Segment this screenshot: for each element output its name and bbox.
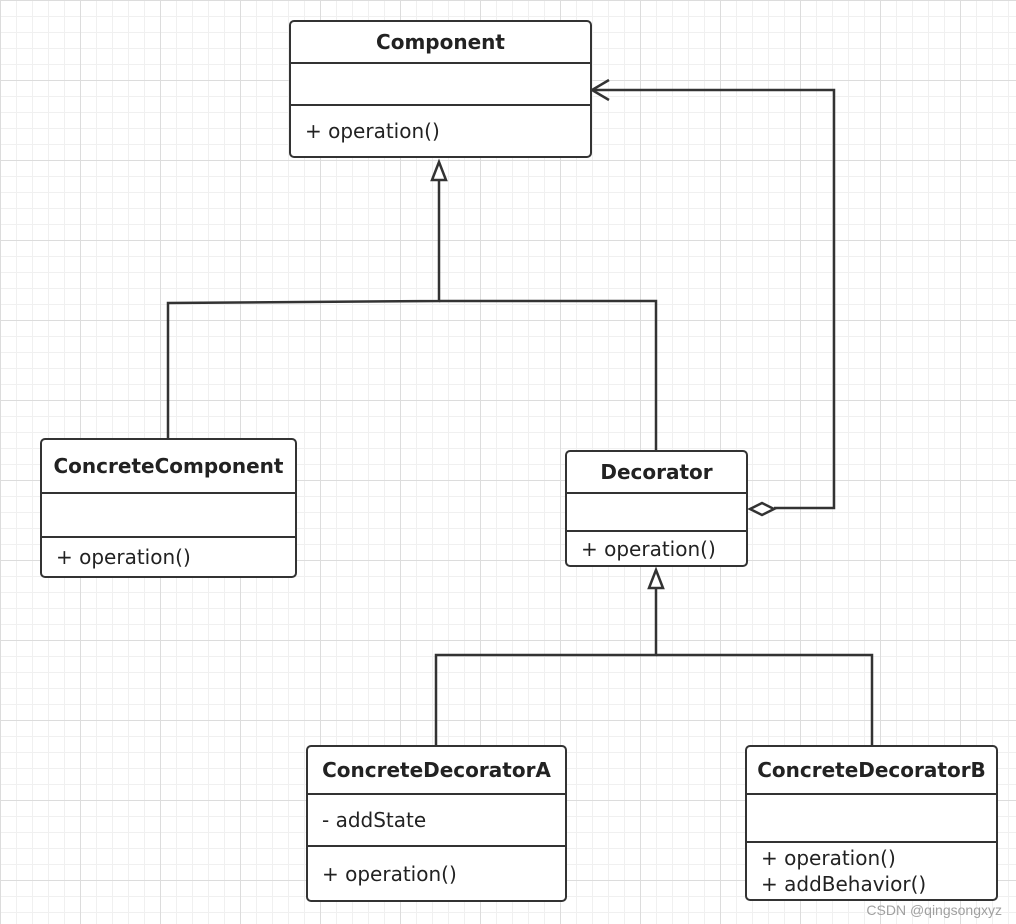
attributes-compartment: - addState (308, 795, 565, 847)
attributes-compartment (42, 494, 295, 538)
attributes-compartment (567, 494, 746, 532)
edge-decorator-to-component (439, 299, 658, 450)
class-name: ConcreteComponent (42, 440, 295, 494)
class-decorator[interactable]: Decorator + operation() (565, 450, 748, 567)
attribute: - addState (322, 808, 427, 832)
operations-compartment: + operation() (42, 538, 295, 576)
class-name: ConcreteDecoratorA (308, 747, 565, 795)
operations-compartment: + operation() + addBehavior() (747, 843, 996, 899)
operation: + operation() (305, 119, 440, 143)
class-name: ConcreteDecoratorB (747, 747, 996, 795)
edge-concretecomponent-to-component (166, 178, 441, 438)
watermark: CSDN @qingsongxyz (866, 902, 1002, 918)
class-concrete-decorator-a[interactable]: ConcreteDecoratorA - addState + operatio… (306, 745, 567, 902)
edge-concretedecoratorb-to-decorator (656, 653, 874, 745)
operation: + operation() (761, 846, 896, 870)
class-concrete-decorator-b[interactable]: ConcreteDecoratorB + operation() + addBe… (745, 745, 998, 901)
operation: + addBehavior() (761, 872, 927, 896)
operations-compartment: + operation() (567, 532, 746, 565)
class-concrete-component[interactable]: ConcreteComponent + operation() (40, 438, 297, 578)
operations-compartment: + operation() (291, 106, 590, 156)
operation: + operation() (581, 536, 716, 561)
class-component[interactable]: Component + operation() (289, 20, 592, 158)
inheritance-arrowhead-decorator (647, 566, 665, 590)
aggregation-diamond-decorator (747, 501, 777, 517)
operation: + operation() (322, 861, 457, 886)
class-name: Decorator (567, 452, 746, 494)
open-arrowhead-component (589, 78, 610, 102)
attributes-compartment (291, 64, 590, 106)
operations-compartment: + operation() (308, 847, 565, 900)
inheritance-arrowhead-component (430, 158, 448, 182)
operation: + operation() (56, 545, 191, 569)
class-name: Component (291, 22, 590, 64)
edge-decorator-aggregates-component (594, 88, 836, 510)
attributes-compartment (747, 795, 996, 843)
edge-concretedecoratora-to-decorator (434, 586, 658, 745)
